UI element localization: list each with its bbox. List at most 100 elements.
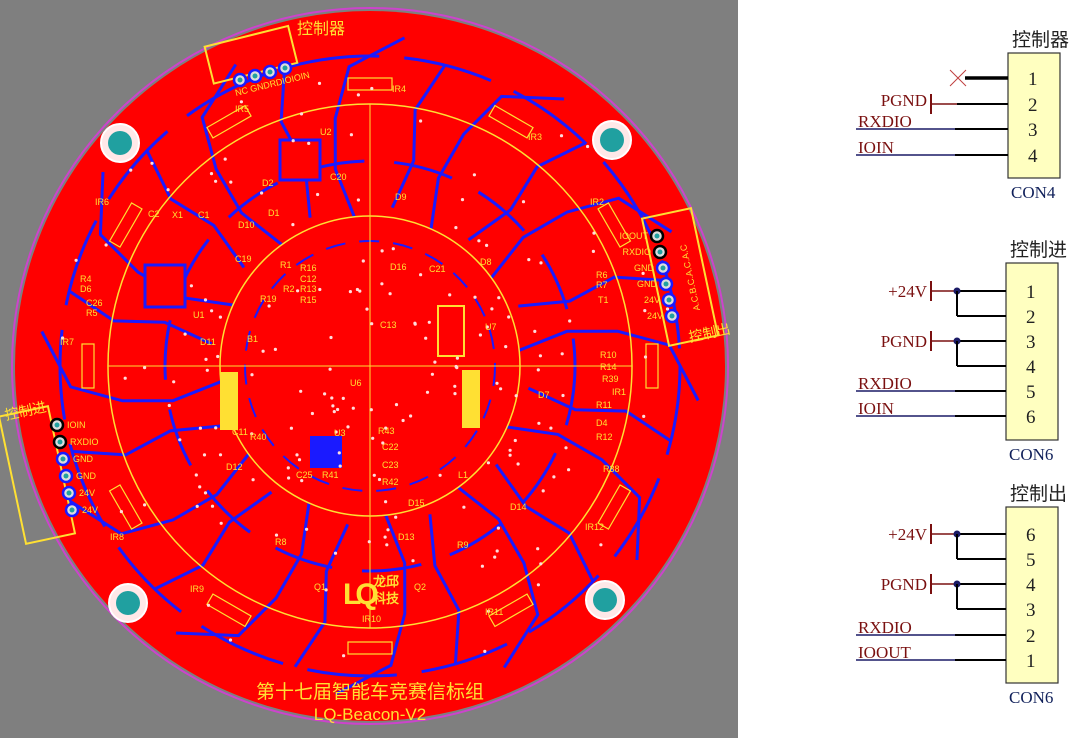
via — [504, 345, 508, 349]
connector-body — [1007, 52, 1061, 179]
refdes-label: IR3 — [528, 132, 542, 142]
no-connect-mark — [949, 69, 967, 87]
via — [377, 477, 382, 482]
via — [206, 603, 211, 607]
refdes-label: R4 — [80, 274, 92, 284]
via — [381, 441, 385, 445]
via — [486, 461, 490, 465]
via — [274, 533, 279, 537]
via — [385, 543, 389, 547]
logo-line1: 龙邱 — [373, 574, 399, 589]
pad-large-left — [220, 372, 238, 430]
trace — [494, 463, 595, 582]
pin-hole — [669, 313, 675, 319]
board-title: 第十七届智能车竞赛信标组 — [256, 681, 484, 703]
via — [210, 309, 214, 313]
component-u1 — [143, 263, 187, 309]
refdes-label: R15 — [300, 295, 317, 305]
via — [305, 527, 309, 531]
mounting-hole-center — [108, 131, 132, 155]
via — [541, 489, 545, 493]
trace — [518, 275, 669, 308]
via — [495, 381, 499, 385]
refdes-label: D16 — [390, 262, 407, 272]
pin-number: 3 — [1026, 600, 1036, 621]
refdes-label: D14 — [510, 502, 527, 512]
via — [291, 223, 295, 227]
via — [507, 315, 511, 319]
via — [641, 271, 645, 275]
trace — [145, 150, 246, 269]
via — [486, 609, 491, 613]
trace — [457, 486, 540, 669]
via — [261, 349, 265, 353]
via — [239, 100, 243, 104]
via — [460, 198, 465, 202]
trace — [518, 329, 700, 402]
refdes-label: IR9 — [190, 584, 204, 594]
via — [119, 510, 123, 514]
pin-hole — [666, 297, 672, 303]
via — [300, 479, 304, 483]
power-port-label: +24V — [888, 282, 928, 301]
trace — [154, 490, 273, 591]
refdes-label: C21 — [429, 264, 446, 274]
via — [561, 393, 565, 398]
pin-number: 5 — [1026, 550, 1036, 571]
refdes-label: D7 — [538, 390, 550, 400]
pin-number: 4 — [1026, 575, 1036, 596]
connector-pin-label: RXDIO — [622, 247, 651, 257]
ir-sensor-outline — [347, 641, 393, 655]
via — [203, 491, 208, 495]
refdes-label: IR5 — [235, 104, 249, 114]
refdes-label: R42 — [382, 477, 399, 487]
via — [472, 173, 476, 177]
refdes-label: R14 — [600, 362, 617, 372]
via — [453, 384, 457, 388]
net-label: RXDIO — [858, 112, 912, 131]
pin-hole — [63, 473, 69, 479]
via — [516, 462, 520, 466]
connector-title: 控制器 — [1012, 29, 1069, 51]
via — [383, 535, 387, 539]
via — [178, 438, 182, 442]
refdes-label: R1 — [280, 260, 292, 270]
vias — [61, 81, 670, 658]
via — [473, 295, 477, 299]
via — [333, 551, 338, 555]
pin-number: 3 — [1028, 120, 1038, 141]
pin-number: 6 — [1026, 525, 1036, 546]
pin-number: 2 — [1026, 626, 1036, 647]
refdes-label: C25 — [296, 470, 313, 480]
refdes-label: D9 — [395, 192, 407, 202]
connector-pin-label: IOOUT — [620, 231, 649, 241]
via — [536, 583, 541, 587]
via — [527, 258, 531, 262]
via — [433, 360, 437, 364]
refdes-label: IR12 — [585, 522, 604, 532]
via — [260, 191, 264, 195]
pin-number: 1 — [1026, 651, 1036, 672]
via — [536, 368, 540, 372]
refdes-label: C1 — [198, 210, 210, 220]
via — [299, 389, 303, 393]
via — [216, 354, 220, 359]
refdes-label: C22 — [382, 442, 399, 452]
pin-number: 4 — [1026, 357, 1036, 378]
via — [380, 249, 384, 253]
ir-sensor-outline — [597, 202, 632, 248]
via — [665, 307, 670, 311]
via — [371, 436, 375, 440]
via — [370, 86, 374, 91]
via — [219, 521, 223, 525]
via — [318, 287, 322, 292]
via — [508, 448, 512, 452]
connector-designator: CON4 — [1011, 183, 1056, 202]
pin-hole — [660, 265, 666, 271]
board-outline — [11, 7, 729, 725]
via — [599, 543, 603, 547]
via — [388, 292, 392, 296]
refdes-label: IR7 — [60, 337, 74, 347]
